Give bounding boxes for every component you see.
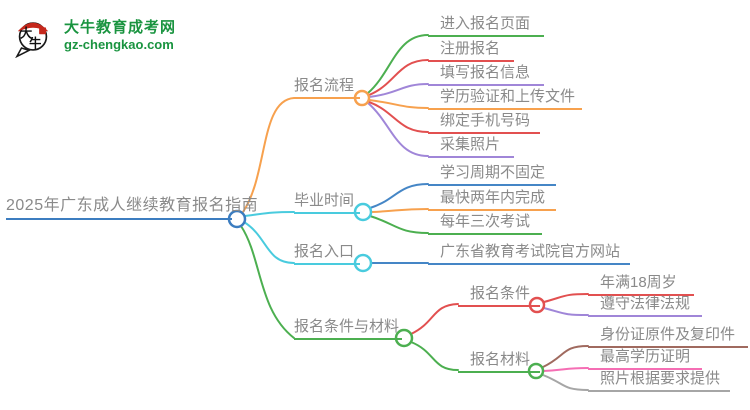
node-official-website: 广东省教育考试院官方网站 [428, 243, 630, 265]
node-age-18-label: 年满18周岁 [600, 274, 677, 291]
connector-process-step6 [367, 102, 429, 157]
brand-bubble-icon: 大 牛 [15, 22, 48, 58]
node-verify-upload-label: 学历验证和上传文件 [440, 88, 576, 105]
node-register: 注册报名 [428, 40, 514, 62]
connector-gradtime-item1 [369, 183, 429, 209]
node-id-card: 身份证原件及复印件 [588, 326, 748, 348]
branch-entry: 报名入口 [294, 243, 360, 265]
branch-process: 报名流程 [294, 77, 360, 99]
node-study-cycle: 学习周期不固定 [428, 164, 556, 186]
connector-process-step5 [368, 101, 429, 133]
node-fill-info-label: 填写报名信息 [440, 64, 531, 81]
node-two-years: 最快两年内完成 [428, 189, 556, 211]
connector-process-step1 [367, 34, 429, 94]
branch-process-label: 报名流程 [294, 77, 355, 94]
node-fill-info: 填写报名信息 [428, 64, 544, 86]
node-enter-page-label: 进入报名页面 [440, 15, 531, 32]
node-photo-required: 照片根据要求提供 [588, 370, 730, 392]
connector-gradtime-item2 [370, 208, 429, 213]
node-verify-upload: 学历验证和上传文件 [428, 88, 582, 110]
sub-branch-materials: 报名材料 [458, 351, 540, 373]
node-three-exams: 每年三次考试 [428, 213, 542, 235]
node-diploma-label: 最高学历证明 [600, 348, 691, 365]
sub-branch-materials-label: 报名材料 [470, 351, 531, 368]
connector-process-step4 [368, 99, 429, 109]
connector-process-step2 [368, 59, 429, 96]
mindmap-root-node: 2025年广东成人继续教育报名指南 [6, 196, 258, 220]
branch-gradtime: 毕业时间 [294, 192, 360, 214]
node-official-website-label: 广东省教育考试院官方网站 [440, 243, 621, 260]
node-collect-photo-label: 采集照片 [440, 136, 501, 153]
node-obey-law-label: 遵守法律法规 [600, 295, 691, 312]
branch-entry-label: 报名入口 [294, 243, 355, 260]
node-register-label: 注册报名 [440, 40, 501, 57]
node-study-cycle-label: 学习周期不固定 [440, 164, 546, 181]
connector-process-step3 [368, 83, 429, 98]
connector-root-process [242, 97, 295, 213]
sub-branch-conditions-label: 报名条件 [470, 285, 531, 302]
connector-requirements-conditions [410, 303, 459, 335]
branch-requirements: 报名条件与材料 [294, 318, 402, 340]
svg-text:大: 大 [20, 25, 33, 40]
connector-requirements-materials [410, 341, 459, 371]
node-diploma: 最高学历证明 [588, 348, 702, 370]
connector-materials-photo [542, 374, 589, 391]
node-two-years-label: 最快两年内完成 [440, 189, 546, 206]
connector-root-entry [243, 221, 295, 264]
connector-materials-diploma [542, 367, 589, 372]
node-obey-law: 遵守法律法规 [588, 295, 702, 317]
branch-gradtime-label: 毕业时间 [294, 192, 355, 209]
node-collect-photo: 采集照片 [428, 136, 514, 158]
node-three-exams-label: 每年三次考试 [440, 213, 531, 230]
node-enter-page: 进入报名页面 [428, 15, 544, 37]
sub-branch-conditions: 报名条件 [458, 285, 540, 307]
connector-conditions-age [543, 293, 589, 303]
brand-title: 大牛教育成考网 [64, 18, 177, 36]
svg-text:牛: 牛 [29, 35, 41, 50]
node-bind-phone: 绑定手机号码 [428, 112, 540, 134]
brand-logo[interactable]: 大 牛 大牛教育成考网 gz-chengkao.com [10, 12, 176, 58]
node-id-card-label: 身份证原件及复印件 [600, 326, 736, 343]
node-bind-phone-label: 绑定手机号码 [440, 112, 531, 129]
connector-root-requirements [240, 225, 295, 339]
brand-domain: gz-chengkao.com [64, 36, 174, 52]
connector-materials-idcard [542, 345, 589, 368]
root-label: 2025年广东成人继续教育报名指南 [6, 197, 259, 214]
branch-requirements-label: 报名条件与材料 [294, 318, 400, 335]
connector-conditions-law [543, 307, 589, 316]
connector-gradtime-item3 [369, 215, 429, 234]
node-photo-required-label: 照片根据要求提供 [600, 370, 721, 387]
node-age-18: 年满18周岁 [588, 274, 694, 296]
